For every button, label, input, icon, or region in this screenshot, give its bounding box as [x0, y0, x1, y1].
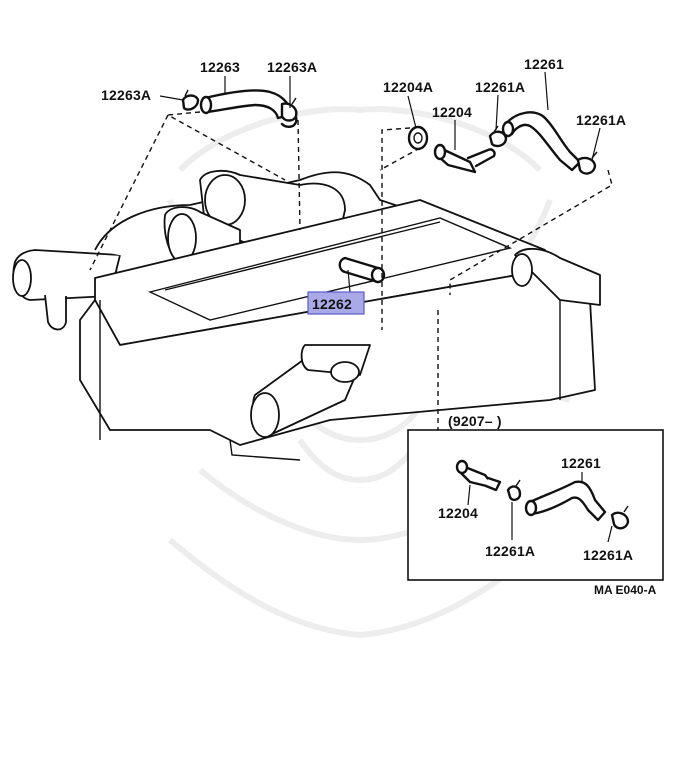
installation-guides	[89, 111, 613, 455]
inset-hose-12261	[524, 480, 607, 522]
callout-12261: 12261	[524, 56, 564, 72]
figure-code: MA E040-A	[594, 583, 657, 597]
callout-labels: 12263 12263A 12263A 12204A 12204 12261A …	[101, 56, 626, 315]
callout-12261a-right: 12261A	[576, 112, 626, 128]
inset-date-range: (9207– )	[448, 413, 502, 429]
callout-12204: 12204	[432, 104, 472, 120]
highlight-box-12262	[307, 291, 365, 315]
callout-12204a: 12204A	[383, 79, 433, 95]
inset-panel: (9207– ) 12261 12204 12261A	[407, 413, 664, 581]
clamp-12261a-right	[576, 151, 598, 175]
callout-12263a-right: 12263A	[267, 59, 317, 75]
leader-lines	[159, 71, 601, 293]
inset-clamp-12261a-left	[506, 479, 522, 502]
gasket-12204a	[407, 125, 429, 151]
engine-block	[12, 169, 601, 461]
clamp-12263a-left	[181, 89, 200, 111]
hose-12262	[338, 256, 386, 284]
inset-callout-12261: 12261	[561, 455, 601, 471]
callout-12263a-left: 12263A	[101, 87, 151, 103]
callout-12262[interactable]: 12262	[312, 296, 352, 312]
inset-callout-12261a-left: 12261A	[485, 543, 535, 559]
inset-clamp-12261a-right	[610, 505, 630, 530]
inset-pcv-valve-12204	[455, 459, 502, 492]
callout-12261a-top: 12261A	[475, 79, 525, 95]
inset-callout-12261a-right: 12261A	[583, 547, 633, 563]
pcv-valve-12204	[433, 143, 496, 174]
inset-callout-12204: 12204	[438, 505, 478, 521]
clamp-12263a-right	[280, 97, 298, 122]
hose-12261	[501, 111, 582, 172]
callout-12263: 12263	[200, 59, 240, 75]
clamp-12261a-top	[488, 125, 508, 148]
